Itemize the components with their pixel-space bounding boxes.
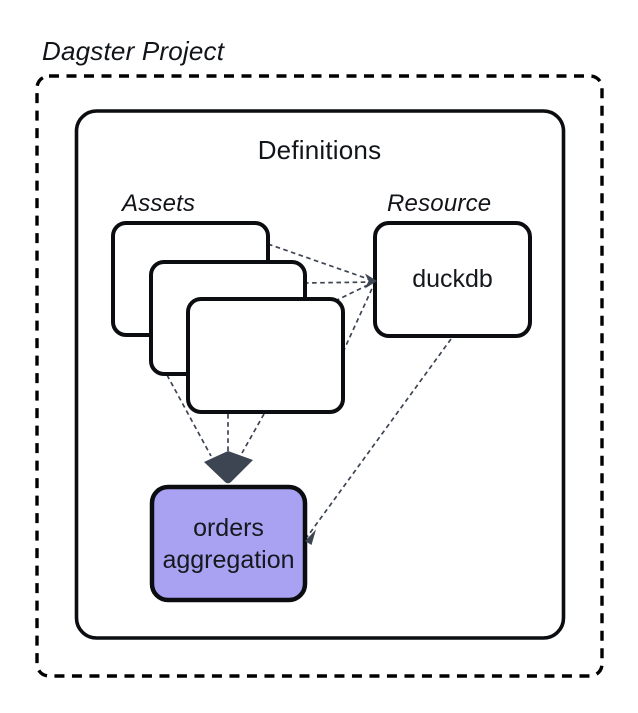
orders-aggregation-box <box>149 484 308 603</box>
diagram-title: Dagster Project <box>42 36 225 66</box>
definitions-label: Definitions <box>257 135 382 165</box>
duckdb-node-label: duckdb <box>375 223 530 336</box>
orders-node-text-line1: orders <box>193 513 264 542</box>
assets-group-label: Assets <box>122 190 196 217</box>
merge-arrowhead-icon <box>204 451 253 484</box>
resource-group-label: Resource <box>387 190 492 217</box>
duckdb-arrowhead-icon <box>365 273 377 289</box>
project-dashed-border <box>35 74 604 678</box>
arrowheads <box>204 273 377 545</box>
orders-arrowhead-icon <box>305 529 316 545</box>
connector-duckdb-orders <box>306 338 452 538</box>
duckdb-node-text: duckdb <box>412 265 493 293</box>
orders-node-text-line2: aggregation <box>162 545 295 574</box>
orders-node-label: orders aggregation <box>152 487 305 600</box>
asset-card-front <box>186 297 345 414</box>
connector-asset2-duckdb <box>303 281 375 284</box>
connector-asset1-duckdb <box>267 243 375 282</box>
asset-card-stack <box>111 221 345 414</box>
duckdb-box <box>373 221 532 338</box>
connector-asset1-orders <box>166 374 212 457</box>
